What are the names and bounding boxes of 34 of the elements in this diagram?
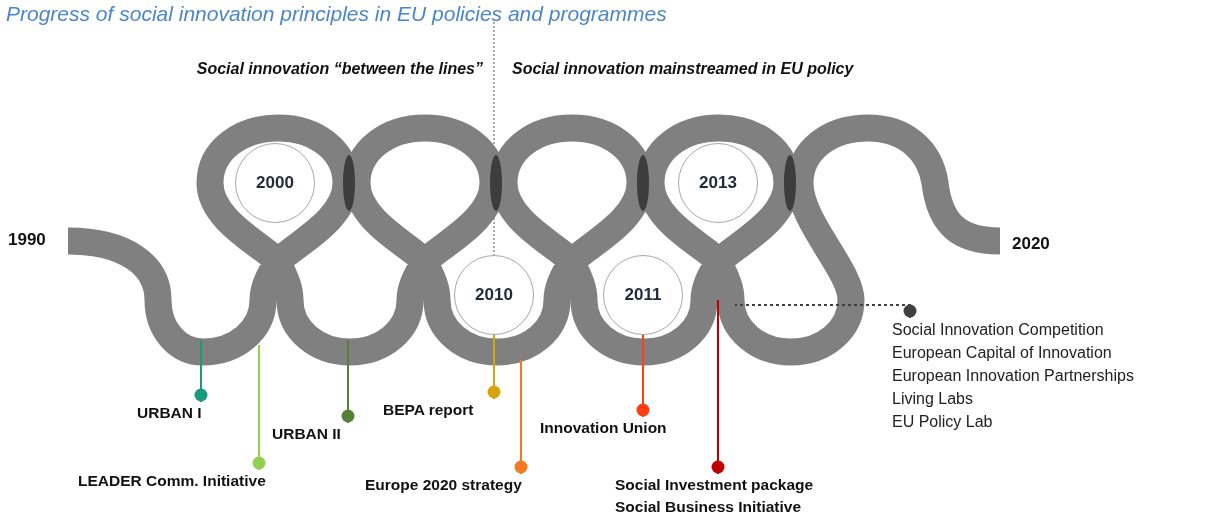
event-label: LEADER Comm. Initiative	[78, 471, 266, 491]
title: Progress of social innovation principles in EU policies and programmes	[6, 2, 667, 26]
event-label: European Capital of Innovation	[892, 343, 1113, 363]
year-text: 2013	[699, 173, 737, 193]
year-label: 2020	[1012, 234, 1050, 254]
year-circle	[235, 143, 315, 223]
year-text: 2011	[624, 285, 662, 305]
period-heading: Social innovation “between the lines”	[196, 60, 483, 78]
event-label: EU Policy Lab	[892, 412, 994, 432]
year-circle	[454, 255, 534, 335]
event-label: Living Labs	[892, 389, 974, 409]
event-label: Social Investment package	[615, 475, 814, 495]
leader-line	[341, 339, 355, 424]
event-label: Europe 2020 strategy	[365, 475, 522, 495]
year-text: 2010	[475, 285, 513, 305]
leader-line	[711, 299, 725, 475]
leader-line	[194, 339, 208, 403]
leader-line	[252, 344, 266, 471]
year-label: 1990	[8, 230, 46, 250]
leader-line	[734, 304, 917, 319]
event-label: European Innovation Partnerships	[892, 366, 1134, 386]
leader-line	[636, 334, 650, 418]
event-label: URBAN II	[272, 424, 341, 444]
event-label: Social Business Initiative	[615, 497, 803, 517]
year-text: 2000	[256, 173, 294, 193]
year-circle	[678, 143, 758, 223]
year-circle	[603, 255, 683, 335]
event-label: BEPA report	[383, 400, 474, 420]
leader-line	[514, 359, 528, 475]
leader-line	[487, 334, 501, 400]
event-label: URBAN I	[137, 403, 202, 423]
event-label: Social Innovation Competition	[892, 320, 1105, 340]
event-label: Innovation Union	[540, 418, 667, 438]
period-heading: Social innovation mainstreamed in EU policy	[512, 60, 854, 78]
